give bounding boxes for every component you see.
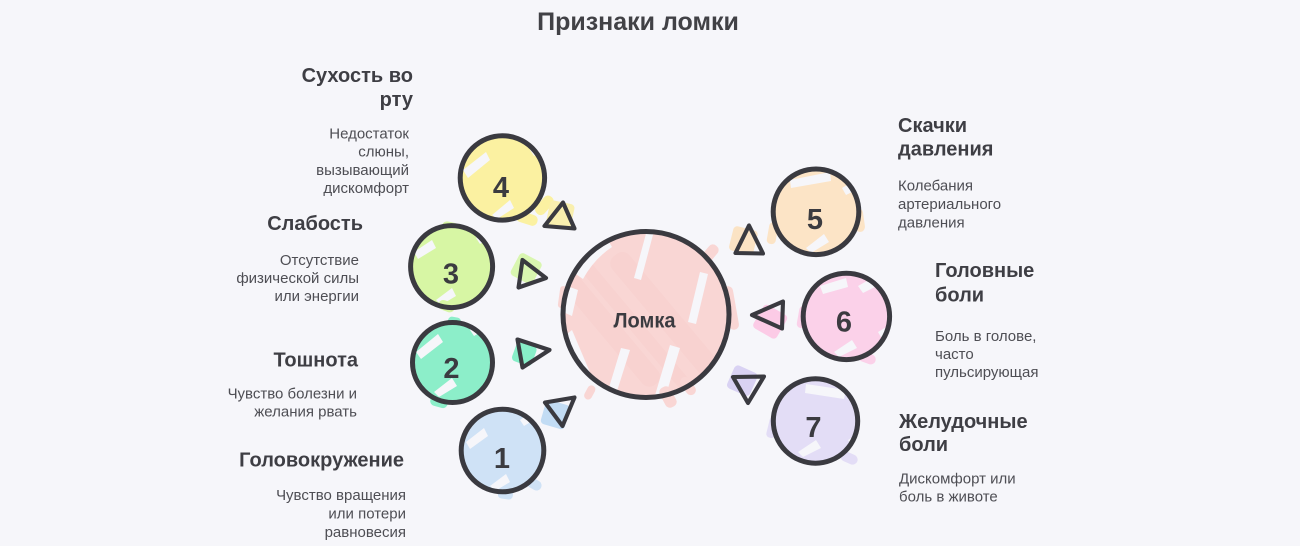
svg-text:Желудочные: Желудочные (898, 411, 1028, 433)
svg-text:Недостаток: Недостаток (329, 126, 409, 143)
svg-text:слюны,: слюны, (358, 144, 409, 161)
svg-text:3: 3 (443, 259, 459, 291)
svg-text:артериального: артериального (898, 196, 1001, 213)
svg-text:вызывающий: вызывающий (316, 162, 409, 179)
svg-text:Боль в голове,: Боль в голове, (935, 328, 1036, 345)
svg-text:Скачки: Скачки (898, 115, 967, 137)
svg-text:давления: давления (898, 139, 993, 161)
svg-text:рту: рту (380, 89, 414, 111)
svg-text:Сухость во: Сухость во (302, 65, 413, 87)
svg-text:Ломка: Ломка (614, 310, 676, 333)
svg-text:физической силы: физической силы (236, 270, 359, 287)
svg-text:боли: боли (935, 285, 984, 307)
svg-text:Отсутствие: Отсутствие (280, 252, 359, 269)
svg-text:часто: часто (935, 346, 974, 363)
svg-text:Головные: Головные (935, 260, 1034, 282)
svg-text:Чувство болезни и: Чувство болезни и (228, 386, 357, 403)
svg-text:7: 7 (805, 412, 821, 444)
svg-text:дискомфорт: дискомфорт (323, 180, 409, 197)
svg-text:или потери: или потери (328, 506, 406, 523)
svg-text:желания рвать: желания рвать (254, 404, 357, 421)
svg-text:Тошнота: Тошнота (273, 350, 358, 372)
svg-text:1: 1 (494, 443, 510, 475)
svg-text:Признаки ломки: Признаки ломки (537, 8, 739, 36)
svg-text:4: 4 (493, 172, 509, 204)
svg-text:давления: давления (898, 215, 965, 232)
svg-text:Слабость: Слабость (267, 213, 363, 235)
svg-text:Дискомфорт или: Дискомфорт или (899, 471, 1016, 488)
svg-text:равновесия: равновесия (325, 524, 406, 541)
svg-text:пульсирующая: пульсирующая (935, 364, 1038, 381)
svg-text:2: 2 (443, 353, 459, 385)
svg-text:Чувство вращения: Чувство вращения (276, 487, 406, 504)
svg-text:Головокружение: Головокружение (239, 450, 404, 472)
svg-text:или энергии: или энергии (274, 288, 359, 305)
svg-text:боль в животе: боль в животе (899, 489, 998, 506)
svg-text:боли: боли (899, 434, 948, 456)
svg-text:6: 6 (836, 307, 852, 339)
svg-text:5: 5 (807, 204, 823, 236)
svg-text:Колебания: Колебания (898, 178, 973, 195)
